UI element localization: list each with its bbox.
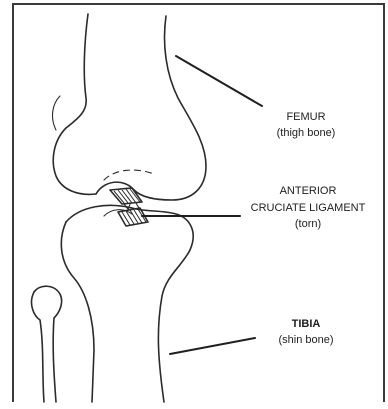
acl-label-line1: ANTERIOR <box>280 185 337 197</box>
tibia-label: TIBIA <box>292 318 321 330</box>
femur-bone <box>53 14 206 200</box>
femur-shaft-contour <box>53 96 60 130</box>
tibia-bone <box>61 205 193 402</box>
acl-label-line2: CRUCIATE LIGAMENT <box>251 202 366 214</box>
femur-description: (thigh bone) <box>277 127 336 139</box>
tibia-description: (shin bone) <box>278 334 333 346</box>
femur-label: FEMUR <box>286 111 325 123</box>
fibula-bone <box>32 286 62 402</box>
acl-ligament <box>110 188 148 226</box>
acl-description: (torn) <box>295 218 321 230</box>
femur-leader-line <box>176 56 262 106</box>
tibia-leader-line <box>170 338 255 354</box>
